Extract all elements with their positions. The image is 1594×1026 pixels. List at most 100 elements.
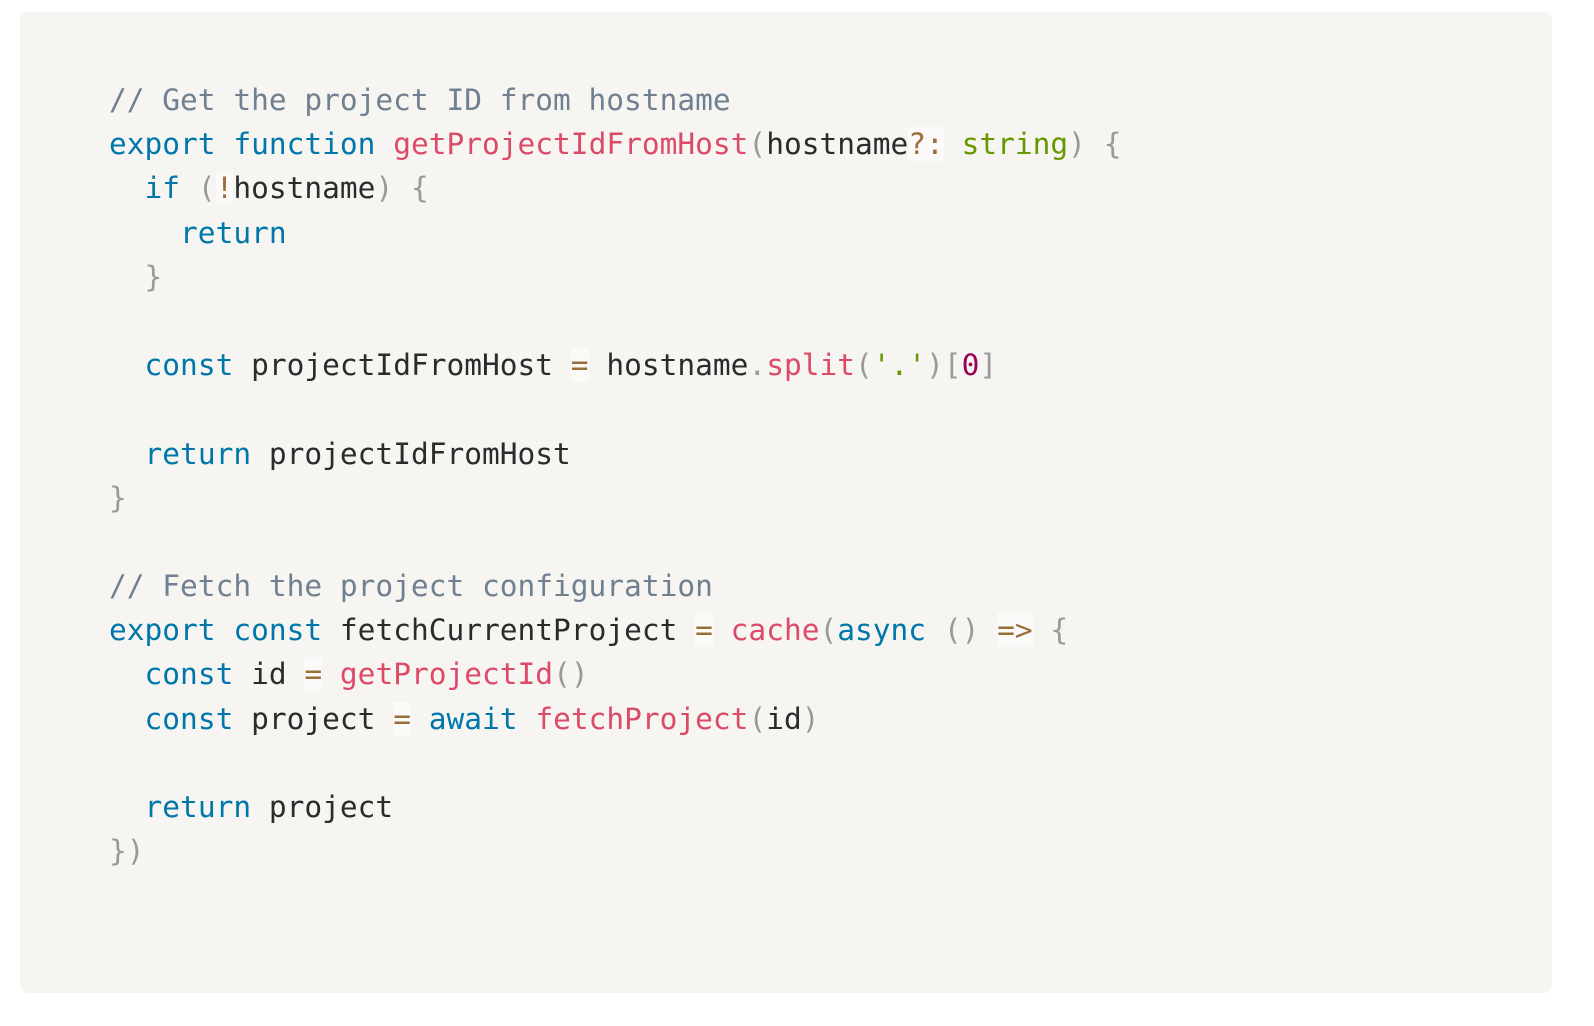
token-plain (109, 657, 145, 691)
code-line: // Get the project ID from hostname (109, 78, 1552, 122)
token-plain (375, 127, 393, 161)
code-line (109, 520, 1552, 564)
token-plain (322, 657, 340, 691)
token-plain (109, 790, 145, 824)
token-plain (109, 702, 145, 736)
token-plain (109, 437, 145, 471)
code-line: return project (109, 785, 1552, 829)
code-line: return (109, 211, 1552, 255)
code-line: return projectIdFromHost (109, 432, 1552, 476)
token-punctuation: ( (748, 127, 767, 162)
token-keyword: async (837, 613, 927, 648)
token-punctuation: ) (801, 701, 820, 736)
token-plain (944, 127, 962, 161)
token-function: fetchProject (535, 701, 749, 736)
token-keyword: if (144, 171, 181, 206)
token-punctuation: } (109, 480, 127, 515)
token-plain (180, 171, 198, 205)
token-plain (109, 216, 180, 250)
token-plain (393, 171, 411, 205)
token-keyword: const (144, 348, 234, 383)
code-line: const project = await fetchProject(id) (109, 697, 1552, 741)
token-punctuation: ) (570, 657, 589, 692)
token-punctuation: } (109, 834, 127, 869)
code-line (109, 299, 1552, 343)
token-keyword: function (233, 127, 376, 162)
code-line: } (109, 476, 1552, 520)
token-plain (1033, 613, 1051, 647)
token-string: '.' (872, 348, 927, 383)
token-punctuation: ] (979, 348, 998, 383)
token-plain (216, 127, 234, 161)
token-plain: projectIdFromHost (251, 436, 571, 471)
token-plain (926, 613, 944, 647)
token-operator: ! (215, 171, 234, 206)
token-punctuation: { (410, 171, 429, 206)
token-plain: id (766, 701, 802, 736)
code-content: // Get the project ID from hostname expor… (109, 78, 1552, 873)
token-operator: => (997, 613, 1033, 648)
token-punctuation: ) (961, 613, 980, 648)
token-plain (713, 613, 731, 647)
code-line: export function getProjectIdFromHost(hos… (109, 122, 1552, 166)
token-function: getProjectId (339, 657, 554, 692)
token-plain (216, 613, 234, 647)
token-plain (109, 348, 145, 382)
token-plain (411, 702, 429, 736)
token-punctuation: ( (819, 613, 838, 648)
token-plain (109, 260, 145, 294)
token-keyword: await (428, 701, 518, 736)
token-keyword: export (109, 613, 216, 648)
token-punctuation: [ (943, 348, 962, 383)
token-plain: id (233, 657, 305, 692)
token-keyword: return (180, 215, 287, 250)
token-plain: fetchCurrentProject (322, 613, 696, 648)
token-plain: project (251, 790, 394, 824)
token-plain: hostname (588, 348, 749, 383)
token-operator: = (695, 613, 713, 648)
token-keyword: export (109, 127, 216, 162)
token-plain: hostname (766, 127, 909, 162)
token-punctuation: ) (1068, 127, 1086, 162)
token-function: getProjectIdFromHost (393, 127, 749, 162)
token-operator: = (570, 348, 589, 383)
token-plain (109, 171, 145, 205)
token-plain: project (233, 701, 394, 736)
code-line: }) (109, 829, 1552, 873)
token-function: cache (730, 613, 820, 648)
token-comment: // Fetch the project configuration (109, 569, 713, 604)
token-punctuation: } (144, 259, 163, 294)
token-builtin: string (961, 127, 1069, 162)
token-punctuation: ) (126, 834, 145, 869)
token-keyword: const (233, 613, 323, 648)
code-line: if (!hostname) { (109, 166, 1552, 210)
token-plain (979, 613, 997, 647)
token-plain (1086, 127, 1104, 161)
token-keyword: return (144, 436, 252, 471)
code-line (109, 387, 1552, 431)
token-comment: // Get the project ID from hostname (109, 83, 731, 117)
token-keyword: return (144, 790, 252, 824)
code-line: // Fetch the project configuration (109, 564, 1552, 608)
token-punctuation: { (1050, 613, 1069, 648)
code-block: // Get the project ID from hostname expor… (20, 12, 1552, 993)
token-operator: ?: (908, 127, 944, 162)
code-line: const id = getProjectId() (109, 652, 1552, 696)
code-line: export const fetchCurrentProject = cache… (109, 608, 1552, 652)
token-punctuation: . (748, 348, 767, 383)
token-number: 0 (961, 348, 980, 383)
code-line: } (109, 255, 1552, 299)
token-punctuation: { (1103, 127, 1122, 162)
token-punctuation: ( (748, 701, 767, 736)
token-punctuation: ) (375, 171, 394, 206)
token-keyword: const (144, 657, 234, 692)
token-operator: = (393, 701, 411, 736)
token-plain: projectIdFromHost (233, 348, 571, 383)
token-plain: hostname (233, 171, 376, 206)
code-line (109, 741, 1552, 785)
token-plain (518, 702, 536, 736)
token-punctuation: ( (197, 171, 216, 206)
token-punctuation: ) (926, 348, 944, 383)
code-line: const projectIdFromHost = hostname.split… (109, 343, 1552, 387)
token-punctuation: ( (553, 657, 571, 692)
